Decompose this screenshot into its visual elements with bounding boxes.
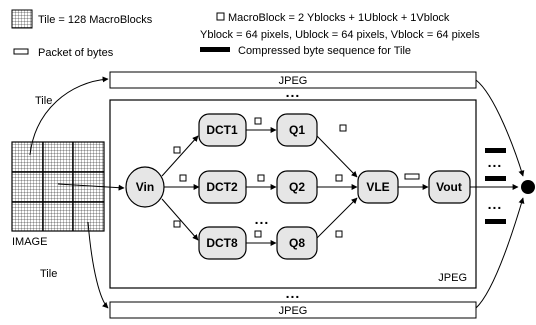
arrow-image-vin [57,183,125,191]
legend-blocks-text: Yblock = 64 pixels, Ublock = 64 pixels, … [200,29,480,41]
svg-text:DCT1: DCT1 [206,123,238,137]
tile-label-top: Tile [35,95,52,107]
legend-tile-text: Tile = 128 MacroBlocks [38,14,153,26]
jpeg-top-label: JPEG [279,75,308,87]
dots-bottom: ... [286,285,301,301]
svg-text:DCT2: DCT2 [206,180,238,194]
node-q8: Q8 [276,226,318,260]
compressed-legend-icon [200,47,230,52]
svg-text:Vin: Vin [136,180,154,194]
node-vout: Vout [428,170,471,204]
pipeline-edges [161,79,525,309]
packet-of-bytes [404,173,420,180]
legend-compressed-text: Compressed byte sequence for Tile [238,45,411,57]
node-dct1: DCT1 [198,113,247,147]
image-label: IMAGE [12,236,47,248]
node-q1: Q1 [276,113,318,147]
arrow-tile-top [29,76,109,156]
arrow-tile-bottom [87,221,109,309]
node-q2: Q2 [276,170,318,204]
node-vle: VLE [357,170,399,204]
svg-text:Q8: Q8 [289,236,305,250]
sink-node [521,180,535,194]
svg-text:Vout: Vout [436,180,462,194]
compressed-sequences: ... ... [485,148,506,224]
jpeg-box-bottom [109,301,477,319]
dots-top: ... [286,84,301,100]
svg-text:DCT8: DCT8 [206,236,238,250]
node-dct2: DCT2 [198,170,247,204]
image-grid [11,141,105,232]
svg-text:Q2: Q2 [289,180,305,194]
tile-label-bottom: Tile [40,268,57,280]
jpeg-bottom-label: JPEG [279,305,308,317]
node-vin: Vin [125,166,165,208]
macroblock-packets [173,117,347,238]
dots-middle: ... [255,211,270,227]
svg-text:Q1: Q1 [289,123,305,137]
legend-packet-text: Packet of bytes [38,47,114,59]
tile-legend-icon [11,9,33,29]
svg-text:VLE: VLE [366,180,389,194]
legend: Tile = 128 MacroBlocks MacroBlock = 2 Yb… [11,9,480,59]
svg-text:...: ... [488,196,503,212]
svg-text:...: ... [488,154,503,170]
legend-macroblock-text: MacroBlock = 2 Yblocks + 1Ublock + 1Vblo… [228,12,450,24]
jpeg-main-label: JPEG [438,272,467,284]
packet-legend-icon [13,48,29,55]
macroblock-legend-icon [216,12,225,21]
node-dct8: DCT8 [198,226,247,260]
